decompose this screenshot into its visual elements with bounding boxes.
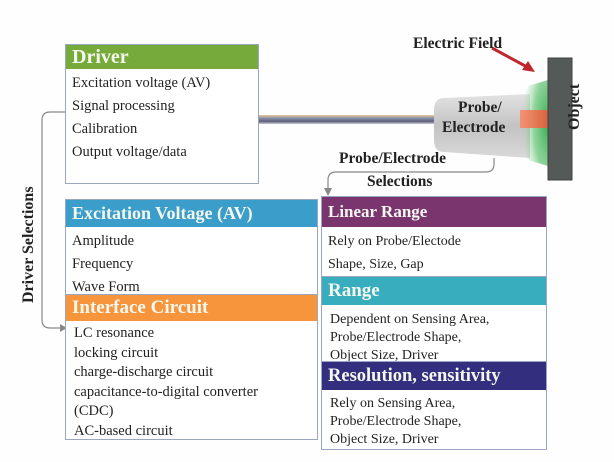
object-plate bbox=[547, 57, 573, 181]
resolution-box: Resolution, sensitivity Rely on Sensing … bbox=[321, 361, 547, 450]
range-item: Object Size, Driver bbox=[330, 348, 439, 363]
linear-range-item: Shape, Size, Gap bbox=[328, 257, 424, 272]
interface-circuit-box: Interface Circuit LC resonance locking c… bbox=[65, 294, 318, 440]
interface-item: (CDC) bbox=[74, 403, 114, 419]
probe-cable bbox=[258, 115, 444, 124]
driver-item: Calibration bbox=[72, 121, 138, 137]
driver-box: Driver Excitation voltage (AV) Signal pr… bbox=[65, 44, 259, 184]
electric-field-arrow bbox=[491, 46, 530, 70]
electric-field-label: Electric Field bbox=[413, 35, 503, 52]
interface-item: locking circuit bbox=[74, 344, 159, 361]
probe-selections-arrowhead bbox=[324, 188, 332, 196]
electrode-label: Electrode bbox=[442, 119, 506, 136]
excitation-item: Wave Form bbox=[72, 279, 140, 295]
resolution-title: Resolution, sensitivity bbox=[322, 362, 546, 390]
resolution-item: Probe/Electrode Shape, bbox=[330, 414, 462, 429]
linear-range-item: Rely on Probe/Electode bbox=[328, 234, 461, 249]
resolution-item: Object Size, Driver bbox=[330, 432, 439, 447]
probe-selections-label-line2: Selections bbox=[367, 173, 433, 190]
linear-range-box: Linear Range Rely on Probe/Electode Shap… bbox=[321, 196, 547, 281]
field-core bbox=[520, 110, 548, 128]
range-box: Range Dependent on Sensing Area, Probe/E… bbox=[321, 276, 547, 366]
driver-item: Excitation voltage (AV) bbox=[72, 75, 211, 91]
driver-selections-label: Driver Selections bbox=[20, 186, 37, 303]
excitation-item: Frequency bbox=[72, 256, 134, 272]
range-item: Dependent on Sensing Area, bbox=[330, 312, 490, 327]
driver-selections-connector bbox=[41, 111, 67, 329]
driver-item: Output voltage/data bbox=[72, 144, 187, 160]
probe-selections-connector bbox=[327, 158, 495, 190]
electric-field-arrowhead bbox=[522, 61, 535, 72]
interface-circuit-title: Interface Circuit bbox=[66, 295, 317, 321]
range-item: Probe/Electrode Shape, bbox=[330, 330, 462, 345]
interface-item: LC resonance bbox=[74, 325, 155, 341]
probe-body bbox=[434, 94, 530, 158]
probe-selections-label-line1: Probe/Electrode bbox=[339, 150, 447, 167]
excitation-voltage-title: Excitation Voltage (AV) bbox=[66, 200, 317, 227]
interface-item: capacitance-to-digital converter bbox=[74, 383, 258, 400]
interface-item: AC-based circuit bbox=[74, 422, 173, 439]
excitation-item: Amplitude bbox=[72, 233, 135, 249]
driver-selections-arrowhead bbox=[60, 324, 67, 332]
range-title: Range bbox=[322, 277, 546, 305]
probe-label-line1: Probe/ bbox=[458, 99, 502, 116]
driver-title: Driver bbox=[66, 45, 258, 69]
probe-label: Probe/ bbox=[458, 98, 502, 118]
driver-item: Signal processing bbox=[72, 98, 175, 114]
resolution-item: Rely on Sensing Area, bbox=[330, 396, 456, 411]
interface-item: charge-discharge circuit bbox=[74, 364, 214, 380]
linear-range-title: Linear Range bbox=[322, 197, 546, 227]
excitation-voltage-box: Excitation Voltage (AV) Amplitude Freque… bbox=[65, 199, 318, 301]
object-label: Object bbox=[566, 83, 583, 130]
